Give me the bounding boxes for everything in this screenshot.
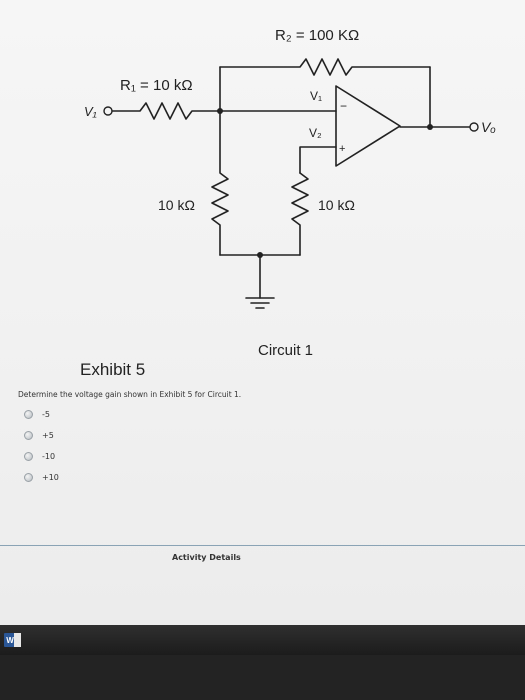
quiz-screen: R₂ = 100 KΩ R₁ = 10 kΩ V₁ V₁ V₂ − + Vₒ 1… xyxy=(0,0,525,625)
option-label: +10 xyxy=(42,472,59,482)
right-resistor-label: 10 kΩ xyxy=(318,197,355,213)
option-label: -10 xyxy=(42,451,56,461)
left-resistor-label: 10 kΩ xyxy=(158,197,195,213)
minus-sign: − xyxy=(340,99,347,113)
left-resistor xyxy=(211,110,229,256)
right-resistor xyxy=(291,172,309,256)
option-label: +5 xyxy=(42,430,54,440)
noninverting-wire xyxy=(299,146,337,174)
radio-button[interactable] xyxy=(24,409,33,419)
monitor-bezel xyxy=(0,655,525,700)
option-2[interactable]: +5 xyxy=(24,428,54,442)
r2-resistor xyxy=(219,58,431,76)
circuit-caption: Circuit 1 xyxy=(258,342,313,359)
ground-symbol xyxy=(245,297,275,309)
r1-label: R₁ = 10 kΩ xyxy=(120,77,193,94)
inverting-input-label: V₁ xyxy=(310,89,322,103)
junction-dot xyxy=(427,124,433,130)
taskbar xyxy=(0,625,525,655)
section-divider xyxy=(0,545,525,546)
activity-details-link[interactable]: Activity Details xyxy=(172,553,241,562)
exhibit-title: Exhibit 5 xyxy=(80,360,146,379)
word-icon-page xyxy=(14,633,21,647)
v1-input-label: V₁ xyxy=(84,104,97,119)
junction-dot xyxy=(257,252,263,258)
junction-dot xyxy=(217,108,223,114)
word-app-icon[interactable]: W xyxy=(4,633,16,647)
option-4[interactable]: +10 xyxy=(24,470,59,484)
r1-resistor xyxy=(111,102,337,120)
question-text: Determine the voltage gain shown in Exhi… xyxy=(18,390,242,399)
plus-sign: + xyxy=(339,143,345,155)
option-label: -5 xyxy=(42,409,50,419)
option-3[interactable]: -10 xyxy=(24,449,55,463)
input-terminal xyxy=(103,106,113,116)
radio-button[interactable] xyxy=(24,472,33,482)
op-amp xyxy=(335,85,401,167)
radio-button[interactable] xyxy=(24,451,33,461)
circuit-diagram: R₂ = 100 KΩ R₁ = 10 kΩ V₁ V₁ V₂ − + Vₒ 1… xyxy=(84,27,496,359)
radio-button[interactable] xyxy=(24,430,33,440)
vo-label: Vₒ xyxy=(481,119,496,135)
r2-label: R₂ = 100 KΩ xyxy=(275,27,359,44)
output-terminal xyxy=(469,122,479,132)
option-1[interactable]: -5 xyxy=(24,407,50,421)
noninverting-input-label: V₂ xyxy=(309,126,322,140)
